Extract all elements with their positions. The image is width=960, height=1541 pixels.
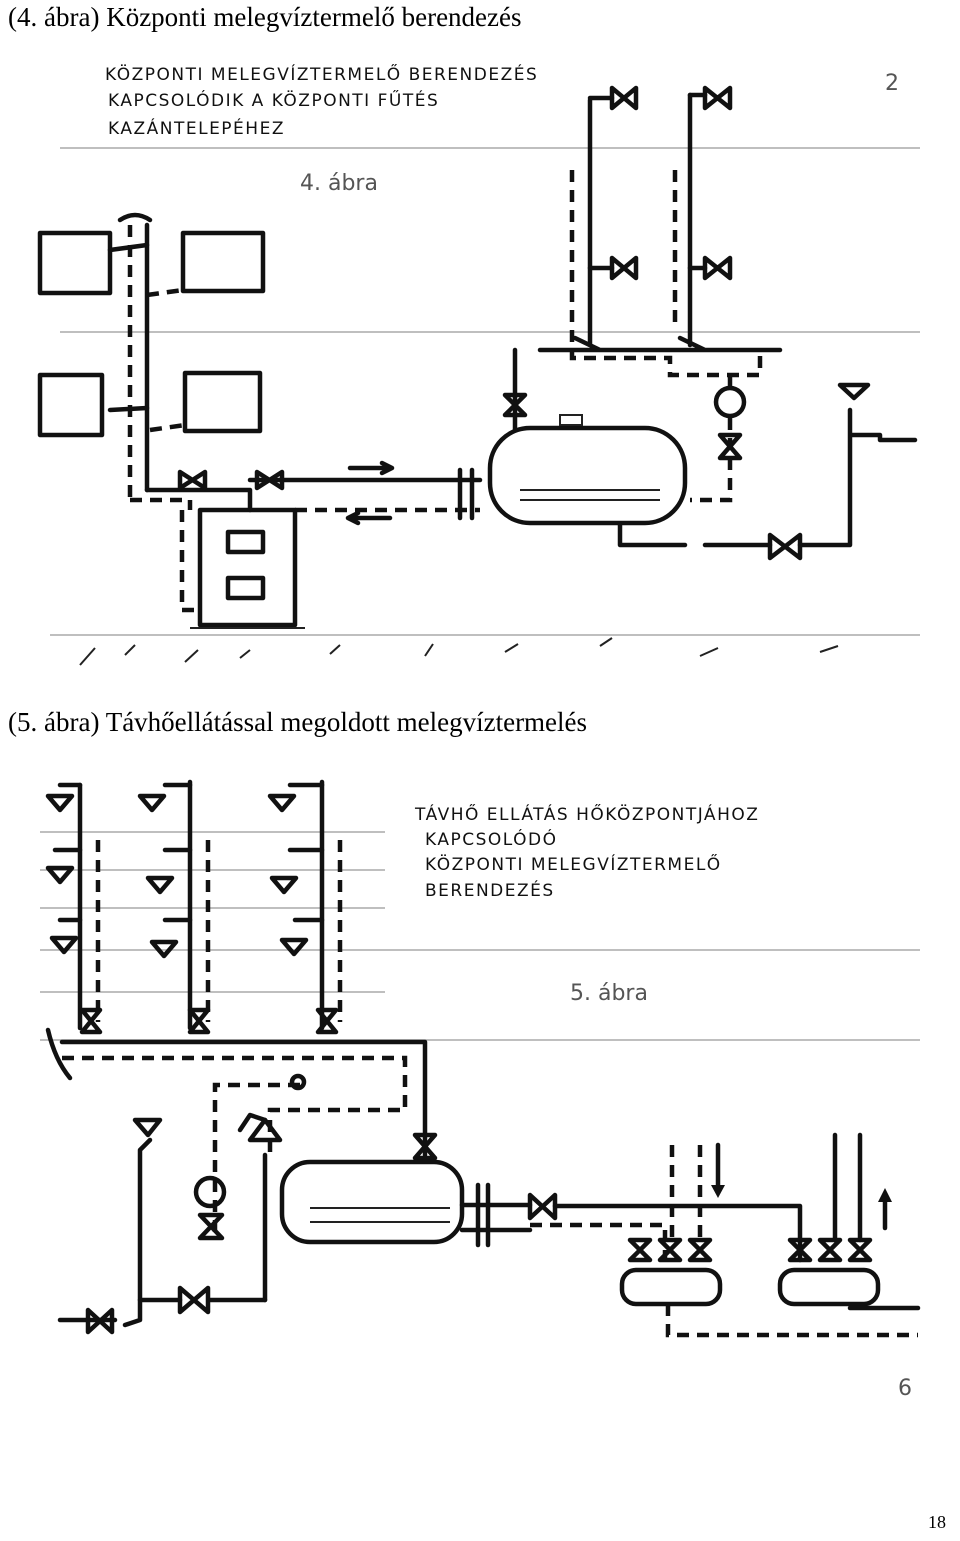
hot-water-storage-tank	[487, 414, 688, 526]
fig4-note-line1: KÖZPONTI MELEGVÍZTERMELŐ BERENDEZÉS	[105, 63, 538, 85]
gate-valve-icon	[79, 1007, 339, 1035]
page-number: 18	[928, 1512, 946, 1532]
dhw-risers	[57, 779, 343, 1031]
fig5-corner-mark: 6	[898, 1376, 912, 1401]
hot-water-storage-tank	[279, 1159, 465, 1245]
fig5-note-line4: BERENDEZÉS	[425, 879, 555, 901]
district-heating-supply-arrow	[669, 1142, 725, 1240]
valve-icon	[627, 1237, 873, 1263]
figure-4-diagram: KÖZPONTI MELEGVÍZTERMELŐ BERENDEZÉS KAPC…	[37, 63, 920, 666]
district-heating-return-arrow	[832, 1132, 892, 1243]
fig5-note-line2: KAPCSOLÓDÓ	[425, 828, 558, 850]
boiler	[190, 507, 305, 629]
figure-4-caption: (4. ábra) Központi melegvíztermelő beren…	[8, 2, 522, 32]
gate-valve-icon	[177, 469, 285, 491]
tap-icon	[45, 793, 309, 959]
fig5-note-line3: KÖZPONTI MELEGVÍZTERMELŐ	[425, 853, 722, 875]
figure-5-caption: (5. ábra) Távhőellátással megoldott mele…	[8, 707, 588, 737]
fig4-note-line2: KAPCSOLÓDIK A KÖZPONTI FŰTÉS	[108, 89, 439, 111]
circulation-pump-icon	[193, 1175, 227, 1241]
circulation-pump-icon	[713, 385, 747, 461]
distributor-manifold	[619, 1267, 881, 1307]
fig5-note-line1: TÁVHŐ ELLÁTÁS HŐKÖZPONTJÁHOZ	[414, 803, 759, 825]
fig4-note-line3: KAZÁNTELEPÉHEZ	[108, 117, 285, 139]
fig4-label: 4. ábra	[300, 171, 378, 196]
ground-hatching	[79, 637, 839, 666]
radiators	[37, 230, 266, 438]
figure-5-diagram: TÁVHŐ ELLÁTÁS HŐKÖZPONTJÁHOZ KAPCSOLÓDÓ …	[40, 779, 921, 1401]
fig4-corner-mark: 2	[885, 71, 899, 96]
fig5-label: 5. ábra	[570, 981, 648, 1006]
